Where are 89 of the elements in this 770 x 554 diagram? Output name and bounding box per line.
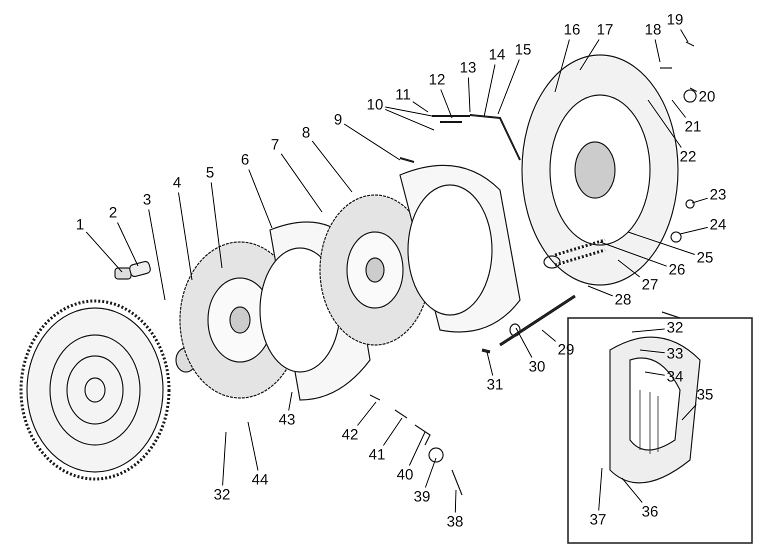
leader-line xyxy=(680,29,688,42)
callout-number: 12 xyxy=(428,72,446,88)
callout-number: 40 xyxy=(396,466,414,484)
callout-number: 32 xyxy=(666,320,684,336)
leader-line xyxy=(178,192,192,280)
leader-line xyxy=(382,418,402,446)
callout-number: 2 xyxy=(108,204,118,222)
callout-number: 19 xyxy=(666,12,684,28)
callout-number: 9 xyxy=(332,112,344,128)
callout-number: 21 xyxy=(684,118,702,136)
leader-line xyxy=(598,468,602,511)
callout-number: 11 xyxy=(394,86,412,104)
leader-line xyxy=(384,106,432,116)
leader-line xyxy=(640,350,666,354)
callout-number: 3 xyxy=(142,192,152,208)
leader-line xyxy=(486,352,494,376)
callout-number: 22 xyxy=(678,148,698,166)
callout-number: 33 xyxy=(666,346,684,362)
leader-line xyxy=(628,232,696,255)
leader-line xyxy=(440,89,452,118)
callout-number: 30 xyxy=(528,358,546,376)
callout-number: 8 xyxy=(300,124,312,142)
leader-line xyxy=(424,458,436,488)
leader-line xyxy=(280,153,322,212)
callout-number: 6 xyxy=(240,152,250,168)
leader-line xyxy=(588,286,614,296)
callout-number: 5 xyxy=(204,164,216,182)
leader-line xyxy=(222,432,226,486)
leader-line xyxy=(312,140,352,192)
callout-number: 18 xyxy=(644,22,662,38)
leader-line xyxy=(248,169,272,228)
callout-number: 27 xyxy=(640,276,660,294)
leader-line xyxy=(542,330,556,342)
leader-line xyxy=(644,372,666,376)
callout-number: 36 xyxy=(640,504,660,520)
leader-line xyxy=(210,182,222,268)
leader-line xyxy=(357,402,376,426)
leader-line xyxy=(516,328,532,358)
callout-number: 20 xyxy=(698,88,716,106)
leader-line xyxy=(454,490,456,513)
callout-number: 41 xyxy=(368,446,386,464)
leader-line xyxy=(148,209,166,300)
callout-number: 39 xyxy=(412,488,432,506)
leader-line xyxy=(86,231,122,272)
callout-number: 43 xyxy=(278,412,296,428)
callout-number: 35 xyxy=(696,386,714,404)
leader-line xyxy=(554,39,570,92)
leader-line xyxy=(580,39,600,70)
callout-number: 7 xyxy=(270,136,280,154)
leader-line xyxy=(632,328,666,332)
callout-number: 25 xyxy=(696,250,714,266)
leader-line xyxy=(384,108,434,130)
callout-number: 10 xyxy=(366,96,384,114)
leader-line xyxy=(680,226,708,234)
leader-line xyxy=(622,478,643,503)
callout-number: 28 xyxy=(614,292,632,308)
leader-line xyxy=(408,432,426,466)
leader-line xyxy=(648,100,682,148)
leader-line xyxy=(682,404,697,420)
leader-line xyxy=(498,59,520,114)
leader-line xyxy=(344,124,400,160)
callout-number: 15 xyxy=(514,42,532,58)
callout-number: 23 xyxy=(708,186,728,204)
callout-number: 26 xyxy=(668,262,686,278)
leader-line xyxy=(654,39,660,62)
callout-number: 32 xyxy=(212,486,232,504)
leader-line xyxy=(672,100,686,118)
leader-line xyxy=(690,88,698,92)
leader-line xyxy=(288,392,292,411)
callout-number: 38 xyxy=(446,514,464,530)
leader-line xyxy=(117,222,138,266)
callout-number: 17 xyxy=(596,22,614,38)
callout-number: 42 xyxy=(340,426,360,444)
callout-number: 37 xyxy=(588,512,608,528)
leader-line xyxy=(412,101,428,112)
leader-line xyxy=(248,422,258,471)
leader-line xyxy=(618,260,640,278)
callout-number: 16 xyxy=(562,22,582,38)
callout-number: 31 xyxy=(486,376,504,394)
callout-number: 14 xyxy=(488,46,506,64)
leader-line xyxy=(468,77,470,112)
callout-number: 1 xyxy=(74,216,86,234)
callout-number: 24 xyxy=(708,216,728,234)
callout-number: 4 xyxy=(172,174,182,192)
callout-number: 13 xyxy=(458,60,478,76)
callout-number: 44 xyxy=(250,472,270,488)
leader-line xyxy=(484,64,496,118)
leader-line xyxy=(600,242,668,267)
leader-line xyxy=(692,198,708,204)
